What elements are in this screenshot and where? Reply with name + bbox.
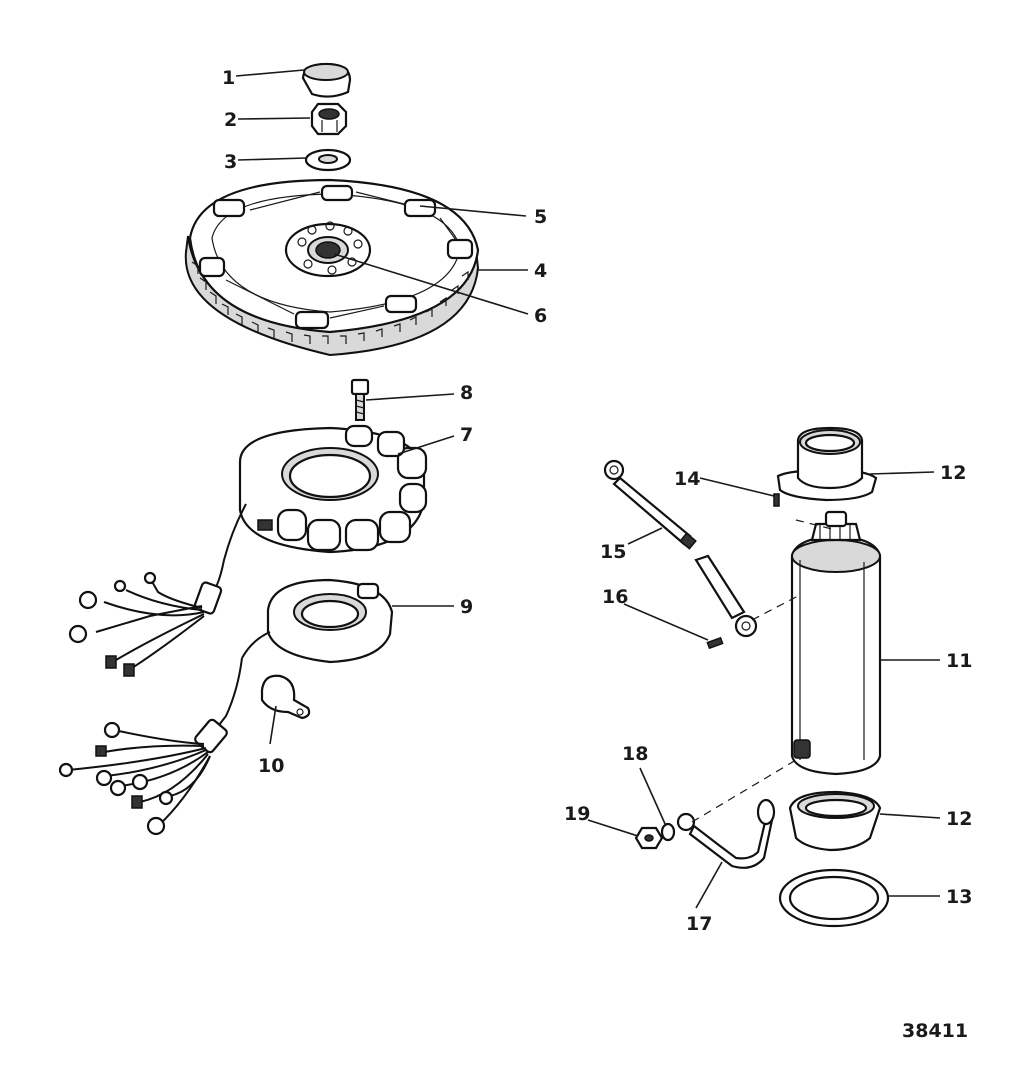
assembly-lines bbox=[691, 519, 837, 823]
part-starter-cap-top bbox=[776, 426, 878, 502]
part-stator bbox=[209, 424, 428, 595]
part-cable-bottom bbox=[676, 798, 776, 869]
callout-10: 10 bbox=[258, 755, 284, 777]
callout-11: 11 bbox=[946, 650, 972, 672]
part-trigger bbox=[241, 578, 394, 664]
callout-9: 9 bbox=[460, 596, 473, 618]
callout-19: 19 bbox=[564, 803, 590, 825]
callout-12-bottom: 12 bbox=[946, 808, 972, 830]
part-cable-top bbox=[603, 459, 758, 638]
part-nut bbox=[310, 102, 348, 136]
part-clamp bbox=[260, 674, 311, 720]
part-hex-nut bbox=[634, 826, 664, 850]
callout-7: 7 bbox=[460, 424, 473, 446]
callout-14: 14 bbox=[674, 468, 700, 490]
part-washer bbox=[304, 148, 352, 172]
callout-16: 16 bbox=[602, 586, 628, 608]
callout-5: 5 bbox=[534, 206, 547, 228]
callout-2: 2 bbox=[224, 109, 237, 131]
part-ring bbox=[778, 868, 890, 928]
callout-15: 15 bbox=[600, 541, 626, 563]
leader-lines bbox=[235, 69, 941, 909]
part-stator-harness bbox=[68, 571, 223, 677]
part-small-screw bbox=[773, 493, 780, 507]
part-lock-washer bbox=[660, 822, 676, 842]
part-trigger-harness bbox=[58, 657, 243, 836]
callout-6: 6 bbox=[534, 305, 547, 327]
callout-12-top: 12 bbox=[940, 462, 966, 484]
part-starter-motor bbox=[790, 510, 882, 776]
part-screw bbox=[350, 378, 370, 421]
callout-8: 8 bbox=[460, 382, 473, 404]
part-starter-cap-bottom bbox=[788, 790, 882, 852]
part-cable-screw bbox=[706, 636, 724, 650]
callout-3: 3 bbox=[224, 151, 237, 173]
callout-1: 1 bbox=[222, 67, 235, 89]
part-cap bbox=[301, 62, 352, 98]
callout-labels: 1 2 3 4 5 6 7 8 9 10 11 12 12 13 14 15 1… bbox=[222, 67, 972, 935]
callout-13: 13 bbox=[946, 886, 972, 908]
callout-18: 18 bbox=[622, 743, 648, 765]
callout-4: 4 bbox=[534, 260, 547, 282]
part-flywheel-hub bbox=[284, 221, 372, 278]
figure-number: 38411 bbox=[902, 1020, 968, 1042]
callout-17: 17 bbox=[686, 913, 712, 935]
